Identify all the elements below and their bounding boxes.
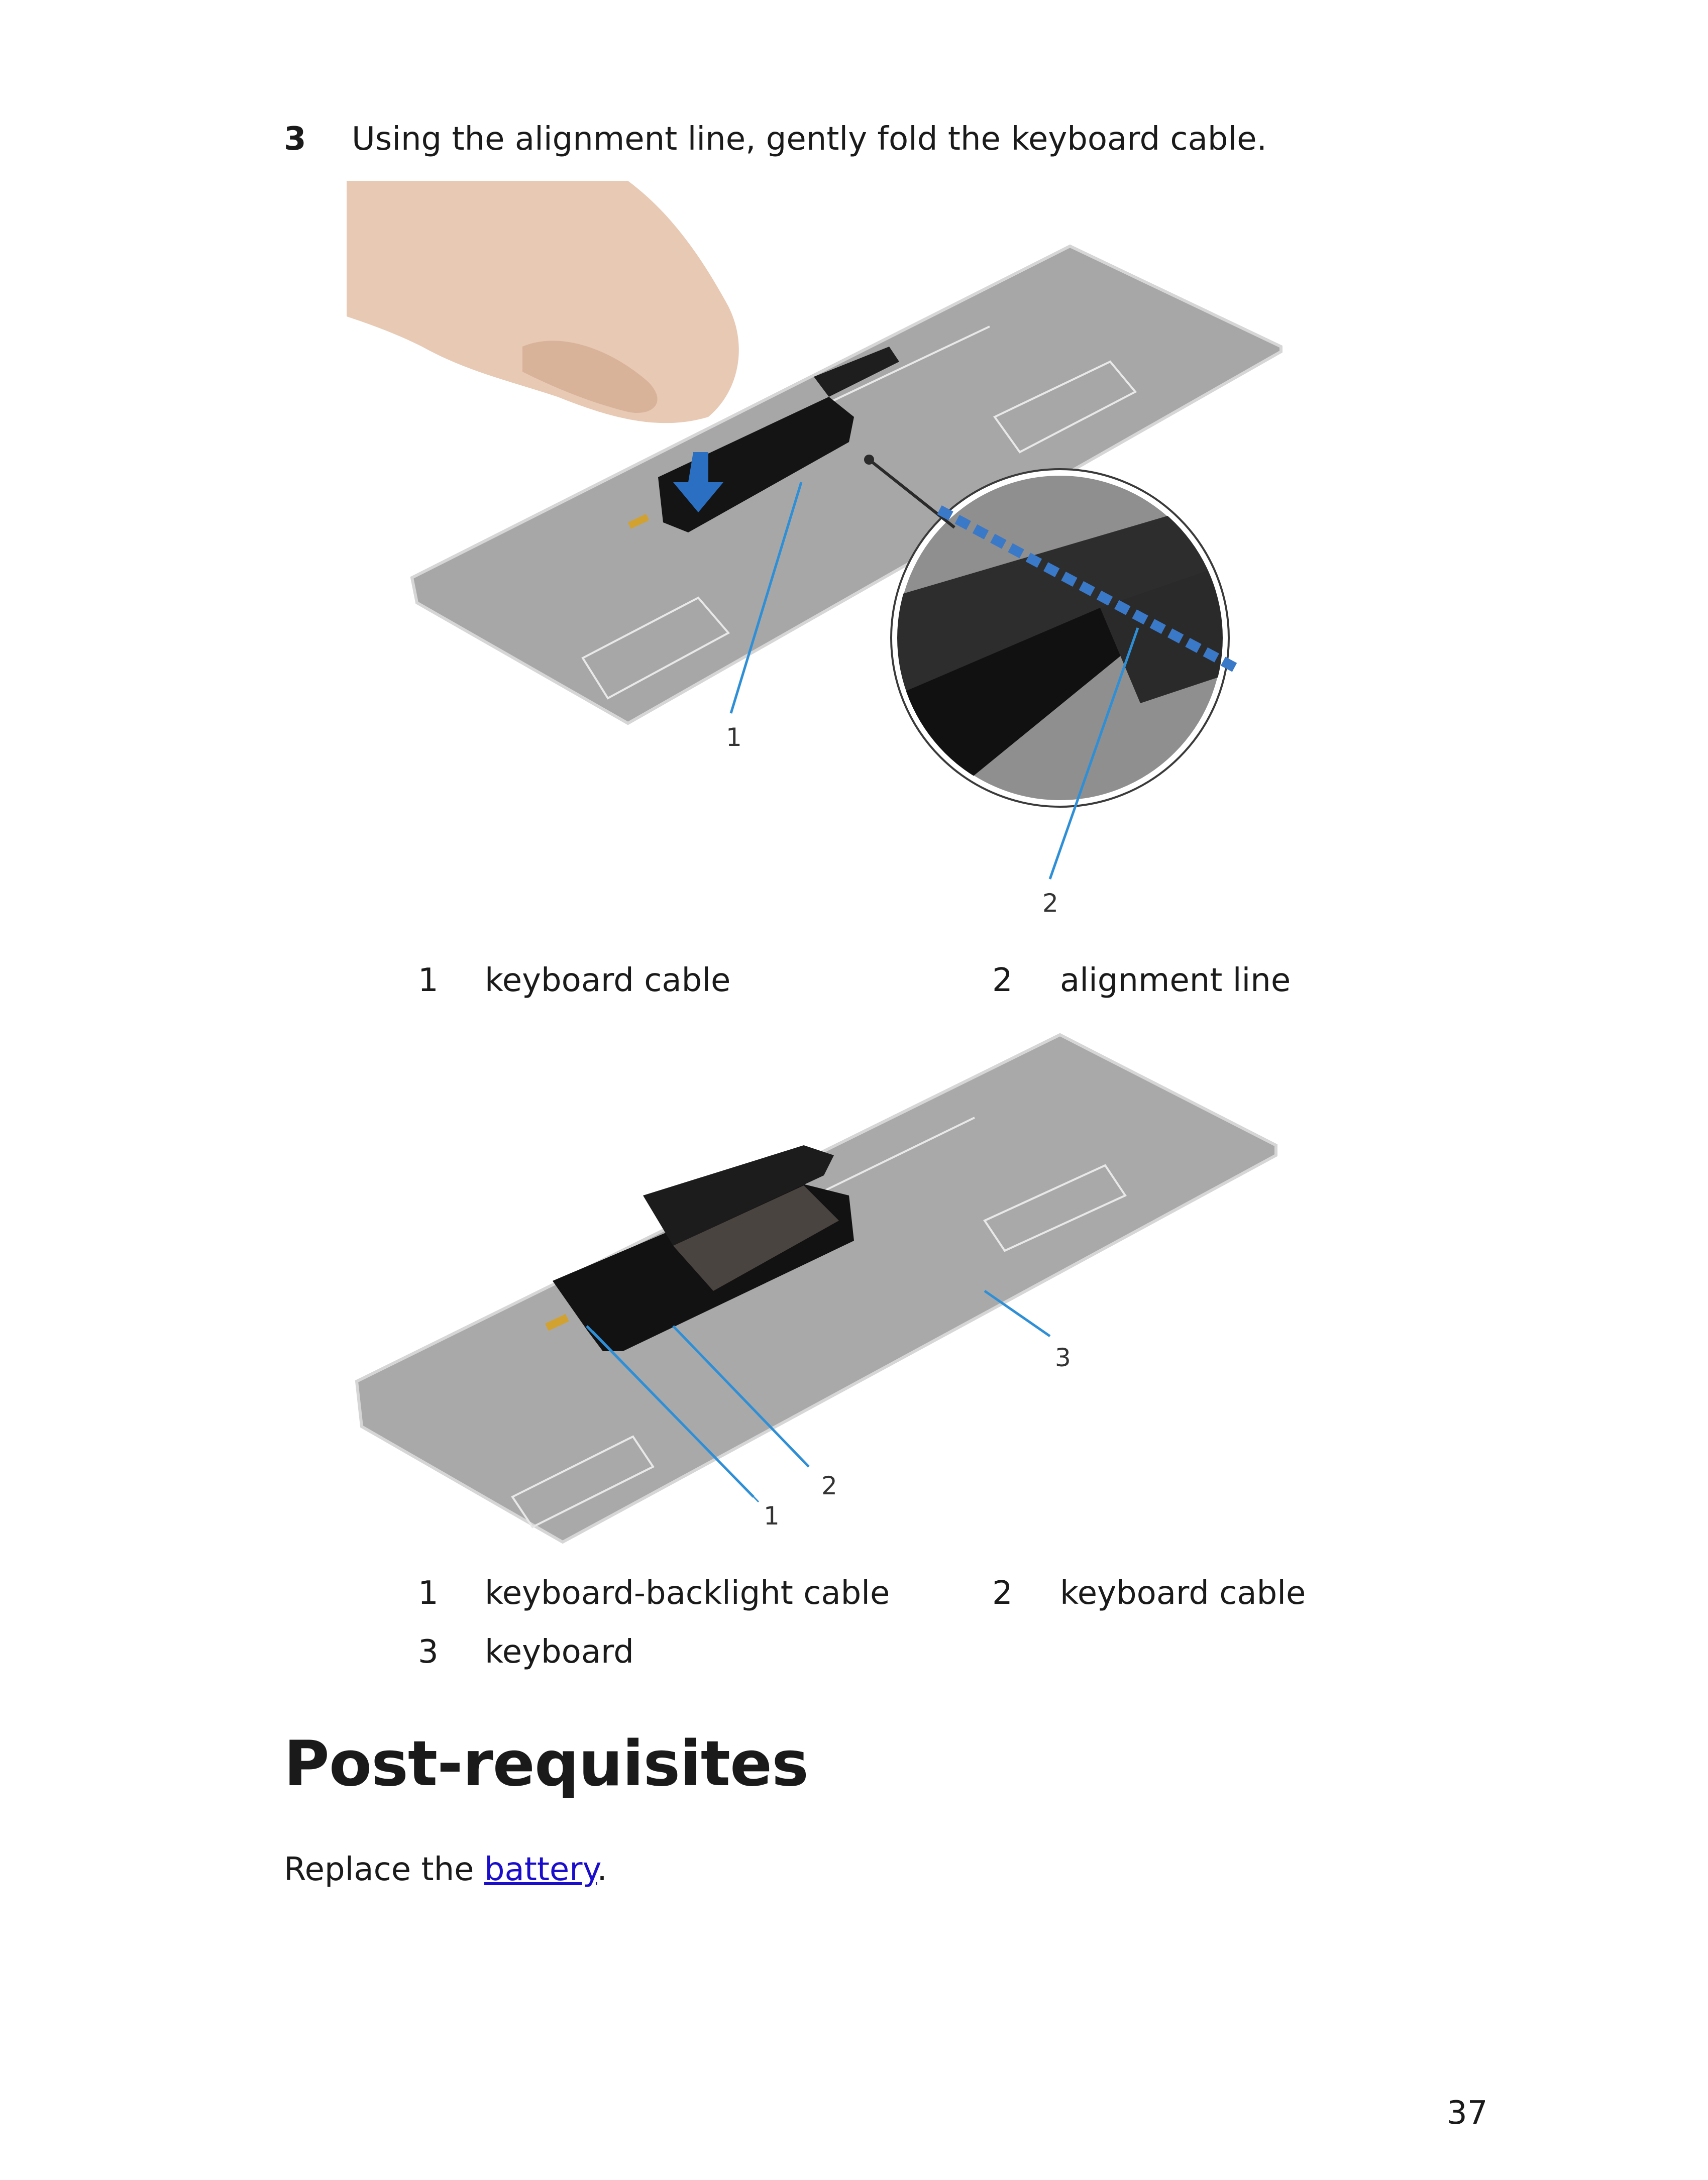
callout-label-2: 2 <box>1042 889 1058 918</box>
step-number: 3 <box>284 121 306 158</box>
step-instruction: Using the alignment line, gently fold th… <box>352 121 1267 158</box>
legend-label: keyboard <box>485 1633 634 1671</box>
callout-label-2: 2 <box>821 1471 837 1500</box>
legend-num: 1 <box>418 962 439 999</box>
alignment-line <box>937 505 1238 673</box>
label-area <box>993 360 1137 454</box>
figure-fold-keyboard-cable: 1 2 <box>347 181 1283 918</box>
body-text-end: . <box>597 1851 607 1888</box>
label-area <box>511 1435 655 1529</box>
keyboard-plate <box>355 1033 1277 1544</box>
legend-num: 3 <box>418 1633 439 1671</box>
legend-num: 1 <box>418 1575 439 1612</box>
page-number: 37 <box>1447 2095 1488 2132</box>
section-heading: Post-requisites <box>284 1728 809 1800</box>
legend-num: 2 <box>992 1575 1013 1612</box>
post-requisite-text: Replace the battery. <box>284 1851 607 1888</box>
arrow-down-icon <box>673 452 723 512</box>
legend-label: keyboard-backlight cable <box>485 1575 890 1612</box>
callout-line-2 <box>672 1325 810 1468</box>
keyboard-plate <box>410 244 1283 725</box>
legend-label: keyboard cable <box>485 962 731 999</box>
callout-line-1 <box>729 482 803 714</box>
callout-label-1: 1 <box>726 723 742 752</box>
figure-keyboard-cables: 1 2 3 <box>355 1033 1277 1544</box>
label-area <box>581 596 730 700</box>
hands-image <box>347 181 739 423</box>
body-text-start: Replace the <box>284 1851 484 1888</box>
legend-label: alignment line <box>1060 962 1291 999</box>
battery-link[interactable]: battery <box>484 1851 597 1888</box>
callout-line-2 <box>1048 627 1139 880</box>
callout-label-3: 3 <box>1055 1343 1071 1372</box>
label-area <box>983 1164 1127 1252</box>
backlight-cable-image <box>545 1314 569 1331</box>
callout-label-1: 1 <box>764 1501 780 1531</box>
legend-num: 2 <box>992 962 1013 999</box>
callout-line-3 <box>984 1289 1051 1338</box>
legend-label: keyboard cable <box>1060 1575 1306 1612</box>
